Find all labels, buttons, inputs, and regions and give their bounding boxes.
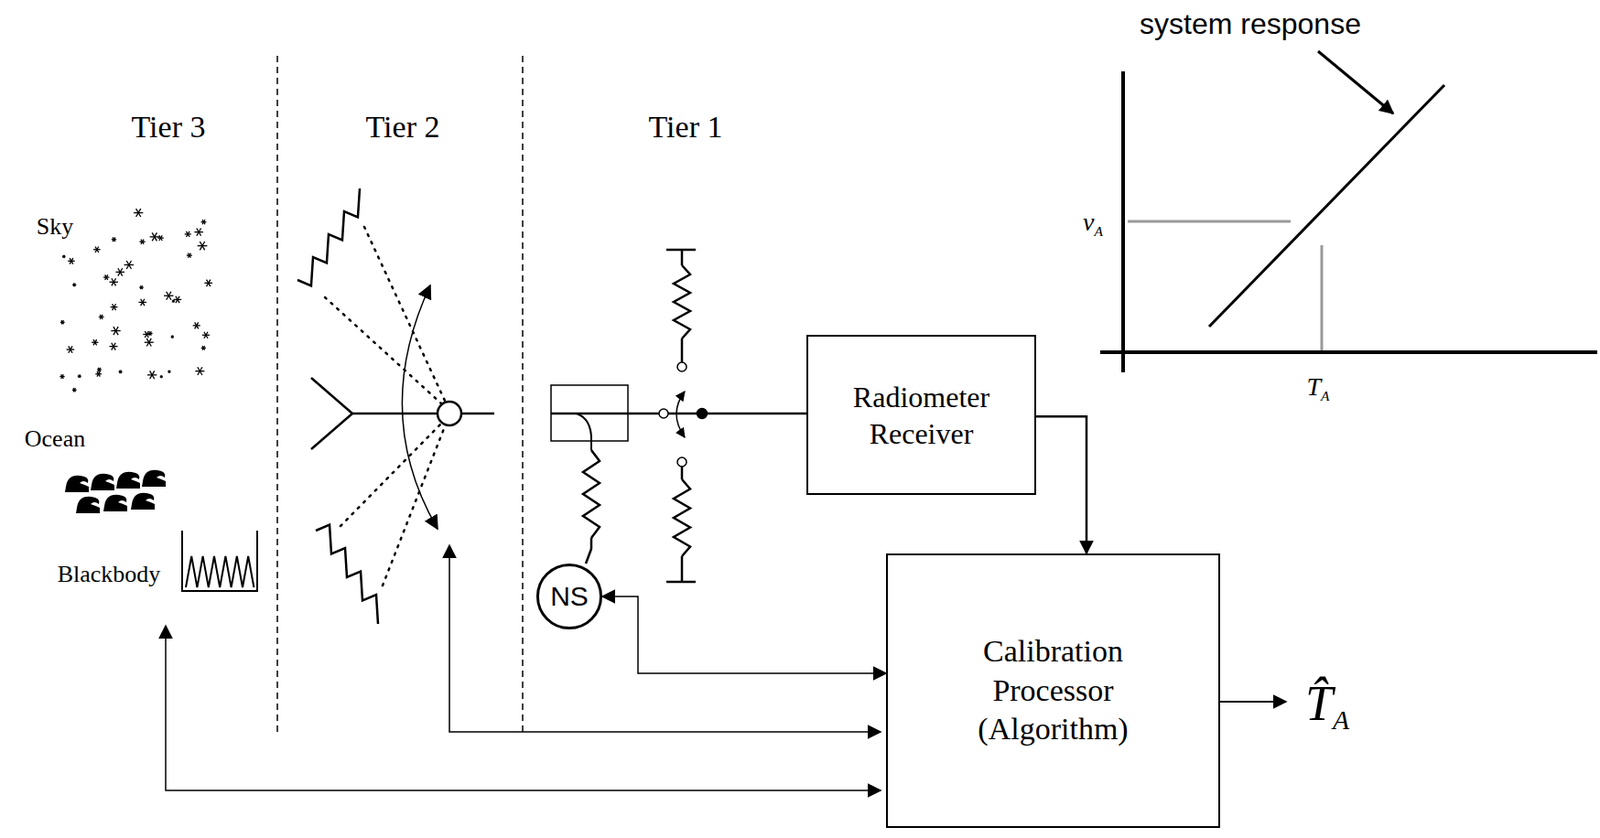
star bbox=[115, 268, 125, 276]
noise-source-circle: NS bbox=[536, 563, 603, 630]
star bbox=[197, 241, 208, 250]
wave bbox=[64, 475, 89, 493]
calibration-load-zigzag bbox=[297, 188, 379, 625]
scene-label: Sky bbox=[36, 214, 74, 241]
star bbox=[173, 296, 183, 303]
symbol-subscript: A bbox=[1320, 388, 1330, 404]
star bbox=[139, 285, 144, 290]
scene-label: Ocean bbox=[24, 426, 86, 454]
star bbox=[150, 232, 160, 241]
wave bbox=[141, 470, 166, 487]
star bbox=[184, 231, 192, 238]
switch-motion-arrow bbox=[676, 391, 685, 438]
output-arrow bbox=[1220, 702, 1287, 703]
node-text: NS bbox=[550, 579, 589, 615]
star bbox=[72, 282, 76, 287]
symbol-subscript: A bbox=[1094, 223, 1103, 239]
star bbox=[98, 314, 105, 320]
star bbox=[201, 219, 207, 225]
scene-label: Blackbody bbox=[57, 562, 162, 589]
star bbox=[139, 239, 145, 245]
tier-divider bbox=[521, 55, 524, 736]
symbol-main: v bbox=[1082, 207, 1094, 237]
star bbox=[111, 237, 117, 242]
axis-label: TA bbox=[1307, 373, 1330, 404]
star bbox=[110, 303, 119, 311]
symbol-main: T̂ bbox=[1305, 676, 1333, 732]
connector-arrow bbox=[1036, 416, 1087, 554]
star bbox=[67, 258, 75, 264]
star bbox=[139, 299, 148, 306]
star bbox=[147, 370, 157, 379]
star bbox=[163, 291, 173, 301]
star bbox=[202, 332, 210, 339]
star bbox=[95, 371, 102, 378]
receiver-box: Radiometer Receiver bbox=[806, 335, 1037, 496]
directional-coupler bbox=[551, 385, 660, 451]
tier-divider bbox=[276, 55, 279, 736]
star bbox=[109, 278, 119, 286]
sky-stars bbox=[59, 208, 213, 392]
wave bbox=[90, 474, 115, 491]
star bbox=[103, 274, 109, 281]
output-symbol: T̂A bbox=[1305, 677, 1350, 736]
star bbox=[93, 246, 101, 253]
star bbox=[59, 374, 65, 379]
star bbox=[201, 345, 206, 351]
star bbox=[110, 326, 120, 336]
star bbox=[91, 339, 98, 346]
wave bbox=[130, 493, 155, 510]
star bbox=[108, 343, 118, 351]
blackbody-target bbox=[182, 530, 258, 592]
noise-resistor bbox=[583, 450, 600, 564]
star bbox=[194, 228, 204, 237]
processor-box: Calibration Processor (Algorithm) bbox=[886, 553, 1221, 829]
star bbox=[124, 260, 134, 270]
switch bbox=[659, 249, 807, 583]
star bbox=[193, 322, 201, 329]
star bbox=[144, 338, 154, 347]
star bbox=[72, 388, 77, 392]
symbol-subscript: A bbox=[1332, 705, 1350, 736]
star bbox=[62, 255, 66, 259]
star bbox=[133, 208, 143, 217]
star bbox=[194, 367, 205, 376]
star bbox=[172, 300, 175, 303]
graph-title: system response bbox=[1139, 8, 1362, 41]
node-text: Calibration Processor (Algorithm) bbox=[954, 632, 1152, 750]
antenna-beams bbox=[324, 227, 445, 586]
star bbox=[171, 335, 174, 339]
control-line bbox=[165, 545, 881, 791]
symbol-main: T bbox=[1307, 372, 1322, 401]
star bbox=[66, 345, 76, 353]
star bbox=[77, 374, 82, 379]
tier-label: Tier 2 bbox=[366, 109, 441, 144]
star bbox=[186, 253, 193, 259]
star bbox=[157, 235, 164, 241]
wave bbox=[75, 497, 100, 514]
axis-label: vA bbox=[1082, 208, 1103, 239]
star bbox=[60, 320, 65, 325]
connector-arrow bbox=[602, 596, 887, 674]
star bbox=[148, 331, 153, 336]
ocean-waves bbox=[64, 470, 166, 514]
node-text: Radiometer Receiver bbox=[834, 378, 1009, 453]
wave bbox=[103, 495, 128, 512]
star bbox=[204, 280, 213, 288]
tier-label: Tier 3 bbox=[131, 109, 206, 144]
tier-label: Tier 1 bbox=[648, 109, 724, 144]
star bbox=[118, 370, 123, 374]
wave bbox=[116, 472, 141, 489]
star bbox=[97, 367, 102, 372]
star bbox=[160, 375, 163, 379]
system-response-graph bbox=[1100, 51, 1598, 373]
star bbox=[167, 370, 171, 374]
